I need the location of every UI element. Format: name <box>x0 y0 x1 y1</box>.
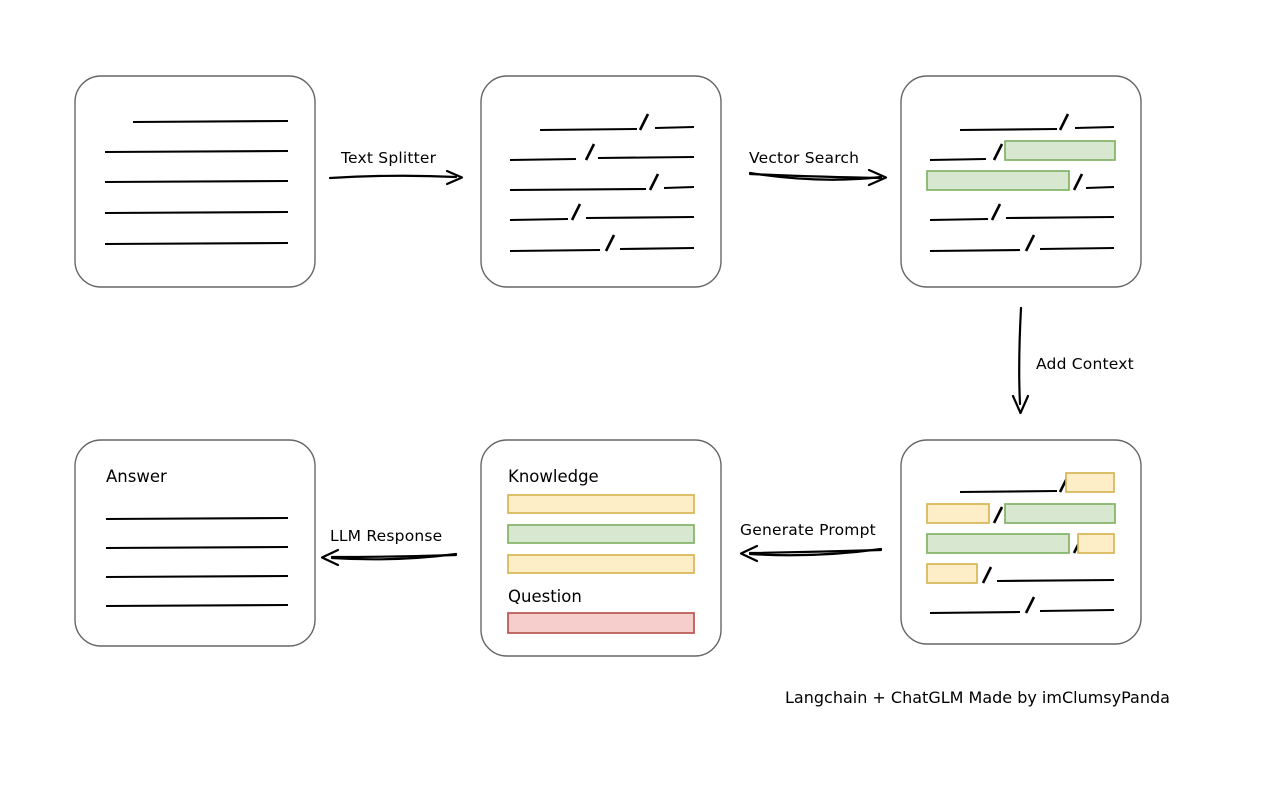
knowledge-label: Knowledge <box>508 467 599 486</box>
text-line-segment <box>929 248 1021 253</box>
slash-icon <box>981 566 993 584</box>
slash-icon <box>648 173 660 191</box>
text-line-segment <box>1074 125 1115 130</box>
text-line-segment <box>509 217 569 222</box>
edge-label-add-context: Add Context <box>1036 355 1134 373</box>
edge-add-context[interactable]: Add Context <box>1011 306 1134 415</box>
text-line <box>105 516 289 521</box>
arrow-head-icon <box>445 169 464 186</box>
question-bar-red-1[interactable] <box>507 612 695 634</box>
text-line <box>105 545 289 550</box>
text-line <box>104 241 289 246</box>
slash-icon <box>992 506 1004 524</box>
arrow-head-icon <box>320 548 340 567</box>
slash-icon <box>990 203 1002 221</box>
highlight-yellow-chunk[interactable] <box>926 503 990 524</box>
highlight-yellow-chunk[interactable] <box>926 563 978 584</box>
highlight-yellow-chunk[interactable] <box>1077 533 1115 554</box>
knowledge-bar-yellow-2[interactable] <box>507 554 695 574</box>
slash-icon <box>1024 596 1036 614</box>
text-line-segment <box>959 489 1058 494</box>
highlight-yellow-chunk[interactable] <box>1065 472 1115 493</box>
text-line-segment <box>929 610 1021 615</box>
node-source-document[interactable] <box>74 75 316 288</box>
edge-vector-search[interactable]: Vector Search <box>748 149 888 187</box>
text-line <box>105 603 289 608</box>
edge-llm-response[interactable]: LLM Response <box>320 527 458 567</box>
highlight-green-chunk[interactable] <box>1004 503 1116 524</box>
text-line <box>104 179 289 184</box>
text-line <box>132 119 289 124</box>
text-line-segment <box>654 125 695 130</box>
knowledge-bar-yellow-1[interactable] <box>507 494 695 514</box>
llm-response-arrow-line-2 <box>330 553 458 559</box>
node-answer-box[interactable]: Answer <box>74 439 316 647</box>
slash-icon <box>570 203 582 221</box>
prompt-box[interactable] <box>480 439 722 657</box>
knowledge-bar-green-1[interactable] <box>507 524 695 544</box>
text-line-segment <box>509 248 601 253</box>
add-context-arrow-line <box>1018 306 1023 406</box>
text-line-segment <box>619 246 695 251</box>
text-splitter-arrow-line <box>328 174 458 180</box>
text-line <box>104 149 289 154</box>
arrow-head-icon <box>739 544 759 563</box>
text-line-segment <box>996 578 1115 583</box>
edge-label-generate-prompt: Generate Prompt <box>740 521 876 539</box>
edge-label-text-splitter: Text Splitter <box>340 149 437 167</box>
split-document-lines <box>509 113 695 253</box>
text-line-segment <box>1085 185 1115 190</box>
node-retrieved-document[interactable] <box>900 75 1142 288</box>
vector-search-arrow-line-2 <box>748 172 883 180</box>
answer-lines <box>105 516 289 608</box>
arrow-head-icon <box>1011 394 1030 415</box>
slash-icon <box>638 113 650 131</box>
highlight-green-chunk[interactable] <box>926 533 1070 554</box>
text-line-segment <box>929 217 989 222</box>
node-prompt-box[interactable]: Knowledge Question <box>480 439 722 657</box>
arrow-head-icon <box>867 168 888 187</box>
text-line-segment <box>959 127 1058 132</box>
slash-icon <box>1024 234 1036 252</box>
context-document-lines <box>926 472 1116 615</box>
answer-box[interactable] <box>74 439 316 647</box>
node-split-document[interactable] <box>480 75 722 288</box>
text-line-segment <box>663 185 695 190</box>
highlight-green-chunk[interactable] <box>1004 140 1116 161</box>
text-line-segment <box>539 127 638 132</box>
retrieved-document-lines <box>926 113 1116 253</box>
text-line-segment <box>1039 608 1115 613</box>
text-line-segment <box>585 215 695 220</box>
node-context-document[interactable] <box>900 439 1142 645</box>
edge-text-splitter[interactable]: Text Splitter <box>328 149 464 186</box>
edge-label-vector-search: Vector Search <box>749 149 859 167</box>
footer-credit: Langchain + ChatGLM Made by imClumsyPand… <box>785 688 1170 707</box>
answer-title: Answer <box>106 467 167 486</box>
slash-icon <box>1072 173 1084 191</box>
slash-icon <box>1058 113 1070 131</box>
text-line-segment <box>509 157 577 162</box>
generate-prompt-arrow-line-2 <box>748 548 883 555</box>
text-line-segment <box>929 157 987 162</box>
text-line-segment <box>597 155 695 160</box>
slash-icon <box>604 234 616 252</box>
slash-icon <box>992 143 1004 161</box>
text-line-segment <box>1039 246 1115 251</box>
edge-generate-prompt[interactable]: Generate Prompt <box>739 521 883 563</box>
question-label: Question <box>508 587 582 606</box>
text-line-segment <box>509 187 647 192</box>
highlight-green-chunk[interactable] <box>926 170 1070 191</box>
text-line-segment <box>1005 215 1115 220</box>
text-line <box>104 210 289 215</box>
split-document-box[interactable] <box>480 75 722 288</box>
text-line <box>105 574 289 579</box>
edge-label-llm-response: LLM Response <box>330 527 442 545</box>
source-document-lines <box>104 119 289 246</box>
slash-icon <box>584 143 596 161</box>
